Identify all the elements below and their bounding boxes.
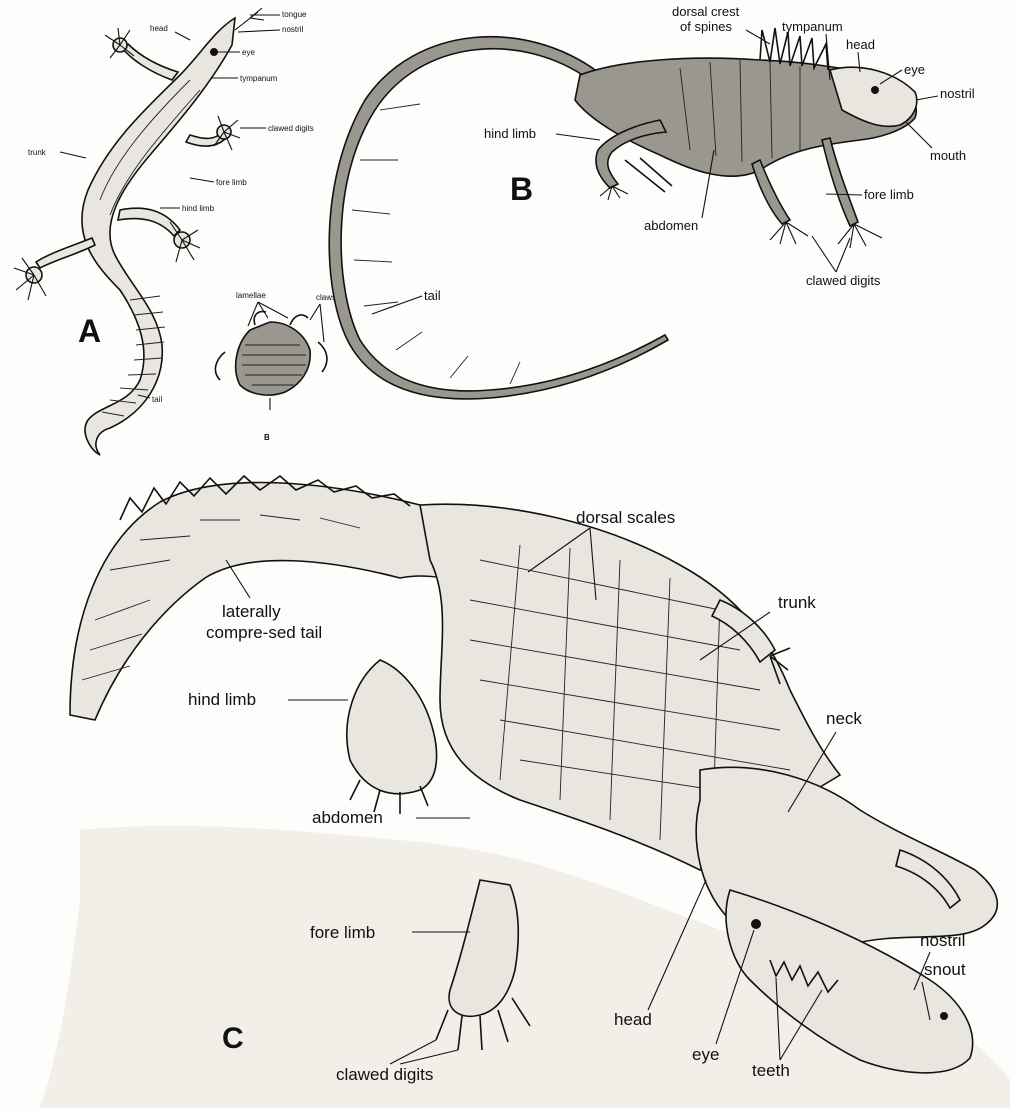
- label-b-mouth: mouth: [930, 148, 966, 163]
- label-a-fore-limb: fore limb: [216, 178, 247, 187]
- panel-a-inset-foot: lamellae claws B: [215, 291, 336, 442]
- label-c-neck: neck: [826, 709, 862, 728]
- label-b-eye: eye: [904, 62, 925, 77]
- panel-c: dorsal scales laterally compre-sed tail …: [40, 476, 1010, 1108]
- label-b-head: head: [846, 37, 875, 52]
- label-c-fore-limb: fore limb: [310, 923, 375, 942]
- label-c-trunk: trunk: [778, 593, 816, 612]
- label-c-abdomen: abdomen: [312, 808, 383, 827]
- label-b-fore-limb: fore limb: [864, 187, 914, 202]
- label-c-hind-limb: hind limb: [188, 690, 256, 709]
- label-a-eye: eye: [242, 48, 255, 57]
- panel-a: head tongue nostril eye tympanum clawed …: [14, 8, 336, 455]
- label-c-nostril: nostril: [920, 931, 965, 950]
- label-a-head: head: [150, 24, 168, 33]
- label-a-inset-letter: B: [264, 433, 270, 442]
- label-a-tongue: tongue: [282, 10, 307, 19]
- label-a-trunk: trunk: [28, 148, 47, 157]
- panel-c-letter: C: [222, 1022, 244, 1055]
- label-a-hind-limb: hind limb: [182, 204, 215, 213]
- label-c-laterally-2: compre-sed tail: [206, 623, 322, 642]
- label-c-eye: eye: [692, 1045, 719, 1064]
- label-b-dorsal-crest-2: of spines: [680, 19, 733, 34]
- label-b-clawed-digits: clawed digits: [806, 273, 881, 288]
- label-a-tympanum: tympanum: [240, 74, 278, 83]
- iguana-illustration: [329, 28, 917, 399]
- gecko-illustration: [14, 8, 264, 455]
- label-a-lamellae: lamellae: [236, 291, 266, 300]
- label-c-snout: snout: [924, 960, 966, 979]
- label-b-hind-limb: hind limb: [484, 126, 536, 141]
- label-c-dorsal-scales: dorsal scales: [576, 508, 675, 527]
- panel-b: dorsal crest of spines tympanum head eye…: [329, 4, 975, 399]
- label-a-nostril: nostril: [282, 25, 304, 34]
- label-b-tympanum: tympanum: [782, 19, 843, 34]
- label-c-teeth: teeth: [752, 1061, 790, 1080]
- panel-a-letter: A: [78, 313, 101, 349]
- panel-b-letter: B: [510, 171, 533, 207]
- label-a-tail: tail: [152, 395, 162, 404]
- label-b-abdomen: abdomen: [644, 218, 698, 233]
- label-b-nostril: nostril: [940, 86, 975, 101]
- label-c-head: head: [614, 1010, 652, 1029]
- label-b-tail: tail: [424, 288, 441, 303]
- label-c-clawed-digits: clawed digits: [336, 1065, 433, 1084]
- label-c-laterally-1: laterally: [222, 602, 281, 621]
- label-a-clawed-digits: clawed digits: [268, 124, 314, 133]
- crocodile-illustration: [40, 476, 1010, 1108]
- label-b-dorsal-crest-1: dorsal crest: [672, 4, 740, 19]
